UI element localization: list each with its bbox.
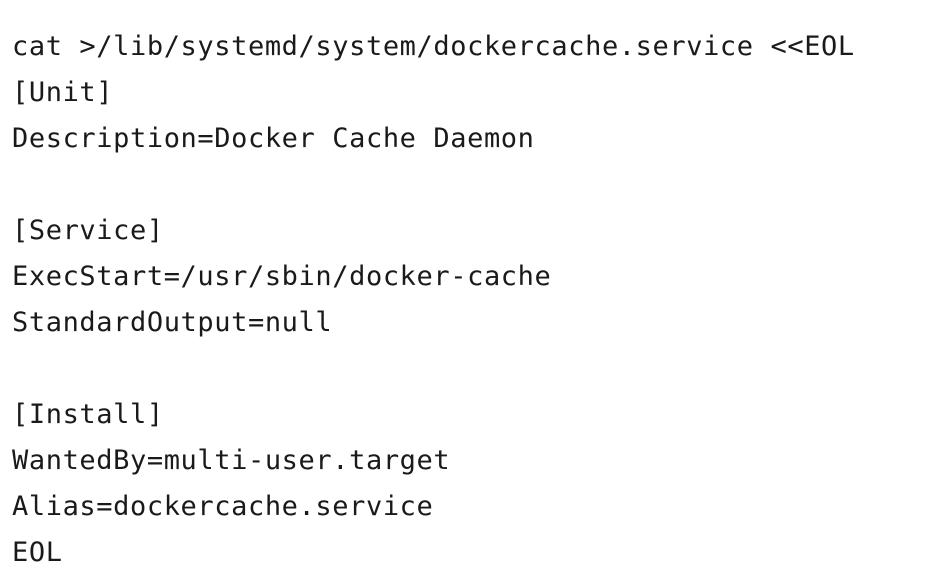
code-line-service-section: [Service]: [12, 215, 164, 246]
code-line-standardoutput: StandardOutput=null: [12, 307, 333, 338]
code-line-heredoc-end: EOL: [12, 537, 63, 568]
code-line-blank: [12, 162, 855, 208]
code-line-heredoc-start: cat >/lib/systemd/system/dockercache.ser…: [12, 31, 855, 62]
code-line-install-section: [Install]: [12, 399, 164, 430]
code-block: cat >/lib/systemd/system/dockercache.ser…: [12, 24, 855, 576]
code-line-blank: [12, 346, 855, 392]
code-line-execstart: ExecStart=/usr/sbin/docker-cache: [12, 261, 552, 292]
code-line-description: Description=Docker Cache Daemon: [12, 123, 535, 154]
code-line-wantedby: WantedBy=multi-user.target: [12, 445, 451, 476]
code-line-alias: Alias=dockercache.service: [12, 491, 434, 522]
code-line-unit-section: [Unit]: [12, 77, 114, 108]
